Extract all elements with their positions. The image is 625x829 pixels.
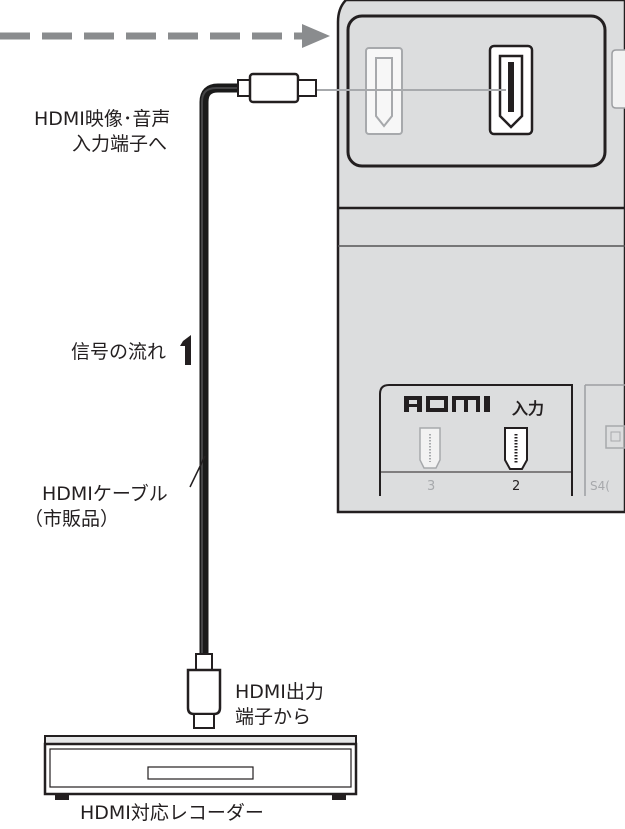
hdmi-recorder [43,735,358,800]
output-label-line2: 端子から [235,706,312,728]
signal-flow-label: 信号の流れ [71,341,167,363]
neighbor-port-edge [611,49,625,109]
panel-port-3: 3 [419,427,441,494]
recorder-display-slot [147,766,254,780]
hdmi-logo [404,396,490,412]
cable-label-line2: （市販品） [24,508,120,530]
hdmi-input-panel: 入力 3 2 S4( [379,384,625,496]
dashed-arrow [0,24,330,48]
hdmi-cable [199,83,244,662]
output-label-line1: HDMI出力 [235,681,324,703]
cable-label-line1: HDMIケーブル [42,483,168,505]
panel-side-port [605,425,625,449]
svg-text:2: 2 [512,479,520,494]
hdmi-port-active[interactable] [488,44,534,136]
hdmi-input-label-line2: 入力端子へ [72,133,168,155]
panel-side-label: S4( [590,479,610,493]
panel-port-2[interactable]: 2 [504,427,528,494]
hdmi-plug-bottom [186,653,222,729]
recorder-label: HDMI対応レコーダー [80,802,264,824]
svg-text:3: 3 [427,479,435,494]
cable-leader-line [189,455,206,488]
hdmi-plug-top [237,72,317,104]
hdmi-input-label-line1: HDMI映像･音声 [34,108,171,130]
hdmi-input-label: 入力 [512,399,544,418]
signal-flow-arrow-icon [180,335,191,365]
